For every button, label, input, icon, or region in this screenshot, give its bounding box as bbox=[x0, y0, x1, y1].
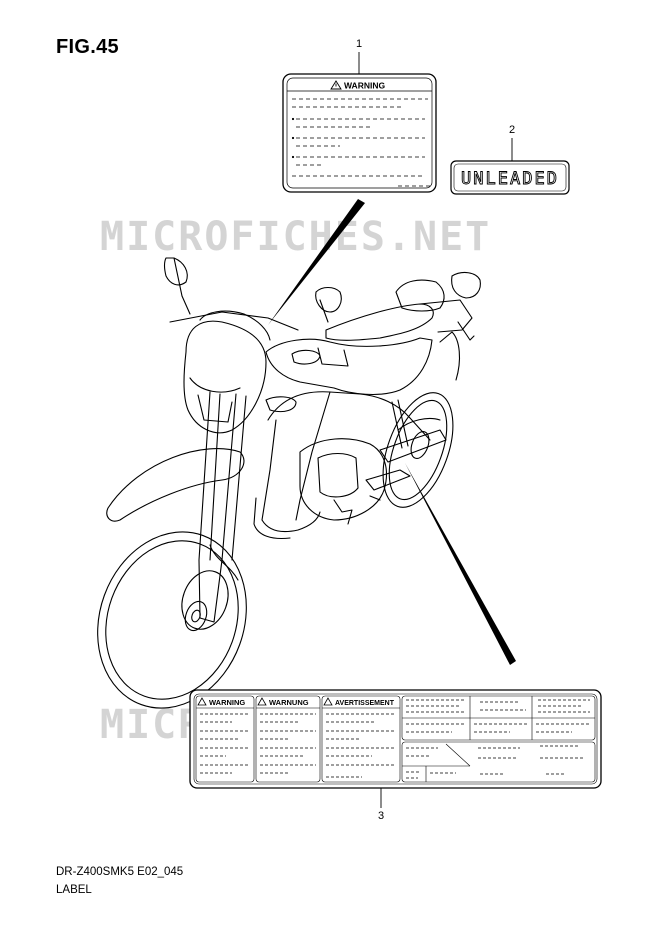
callout-2: 2 bbox=[509, 124, 516, 136]
warning-triangle-icon bbox=[257, 697, 267, 706]
figure-name: LABEL bbox=[56, 884, 92, 896]
model-code: DR-Z400SMK5 E02_045 bbox=[56, 866, 184, 878]
warning-triangle-icon bbox=[330, 80, 342, 90]
figure-title: FIG.45 bbox=[56, 36, 119, 58]
part-3-warning-text: WARNING bbox=[209, 698, 245, 707]
part-3-avertissement-text: AVERTISSEMENT bbox=[335, 700, 395, 707]
part-3-multilanguage-label[interactable]: WARNING WARNUNG AVERTISSEMENT bbox=[189, 689, 602, 789]
callout-3: 3 bbox=[378, 810, 385, 822]
pointer-wedge-part-1 bbox=[268, 199, 365, 325]
callout-1: 1 bbox=[356, 38, 363, 50]
part-1-warning-text: WARNING bbox=[344, 81, 385, 91]
warning-triangle-icon bbox=[323, 697, 333, 706]
watermark-top: MICROFICHES.NET bbox=[100, 214, 492, 260]
unleaded-text: UNLEADED bbox=[461, 169, 559, 189]
part-1-warning-label[interactable]: WARNING bbox=[282, 73, 437, 193]
pointer-wedge-part-3 bbox=[405, 463, 516, 665]
warning-triangle-icon bbox=[197, 697, 207, 706]
part-2-unleaded-label[interactable]: UNLEADED bbox=[450, 160, 570, 195]
motorcycle-drawing bbox=[97, 257, 481, 709]
part-3-warnung-text: WARNUNG bbox=[269, 698, 309, 707]
